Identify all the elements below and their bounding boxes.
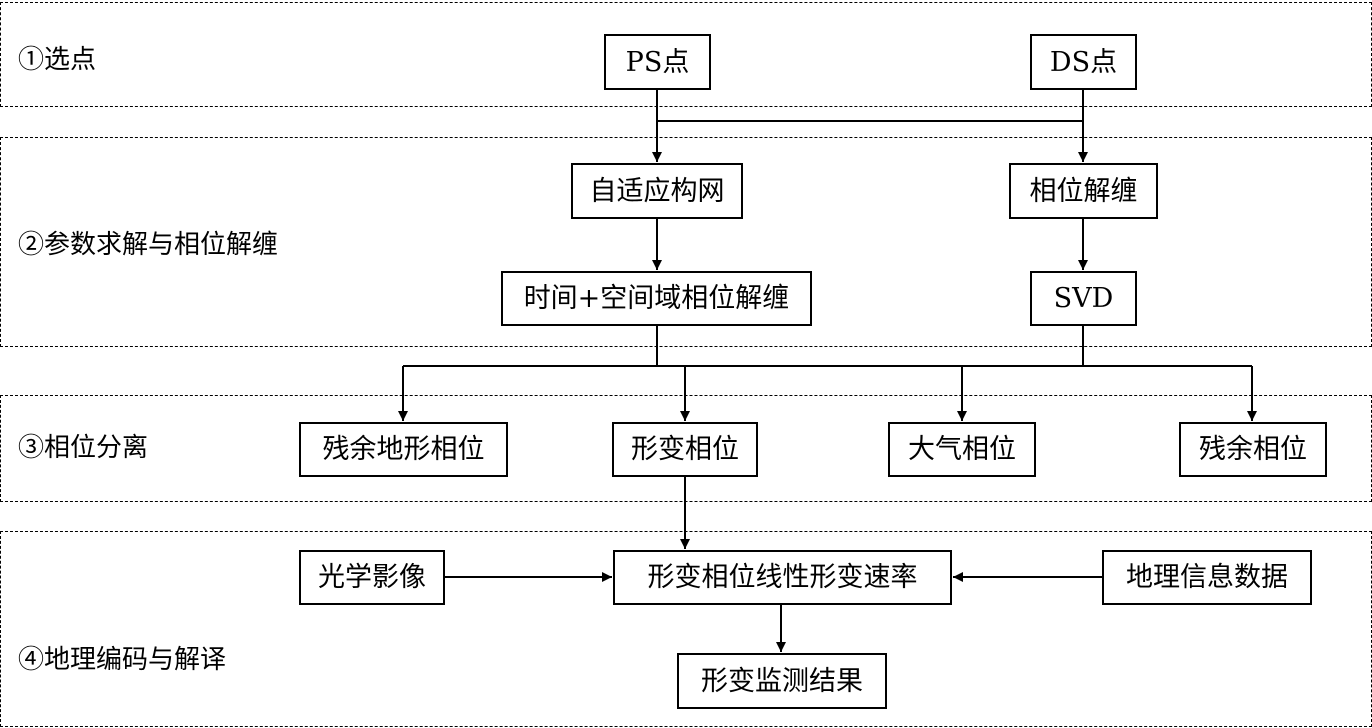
section-label-2: ②参数求解与相位解缠 — [18, 230, 279, 260]
node-svd: SVD — [1030, 271, 1137, 326]
section-label-1: ①选点 — [18, 45, 97, 75]
node-geographic-info-data: 地理信息数据 — [1102, 550, 1312, 605]
section-label-3: ③相位分离 — [18, 433, 149, 463]
node-adaptive-network: 自适应构网 — [571, 163, 743, 219]
node-atmospheric-phase: 大气相位 — [888, 422, 1036, 477]
node-deformation-phase: 形变相位 — [612, 422, 758, 477]
node-linear-deformation-rate: 形变相位线性形变速率 — [613, 550, 952, 605]
node-residual-topo-phase: 残余地形相位 — [299, 422, 508, 477]
node-ds-points: DS点 — [1030, 34, 1137, 90]
node-residual-phase: 残余相位 — [1179, 422, 1327, 477]
node-optical-imagery: 光学影像 — [299, 550, 445, 605]
node-ps-points: PS点 — [604, 34, 711, 90]
node-deformation-result: 形变监测结果 — [677, 653, 887, 709]
node-spatiotemporal-unwrapping: 时间+空间域相位解缠 — [501, 271, 812, 326]
node-phase-unwrapping: 相位解缠 — [1009, 163, 1158, 219]
section-label-4: ④地理编码与解译 — [18, 645, 227, 675]
